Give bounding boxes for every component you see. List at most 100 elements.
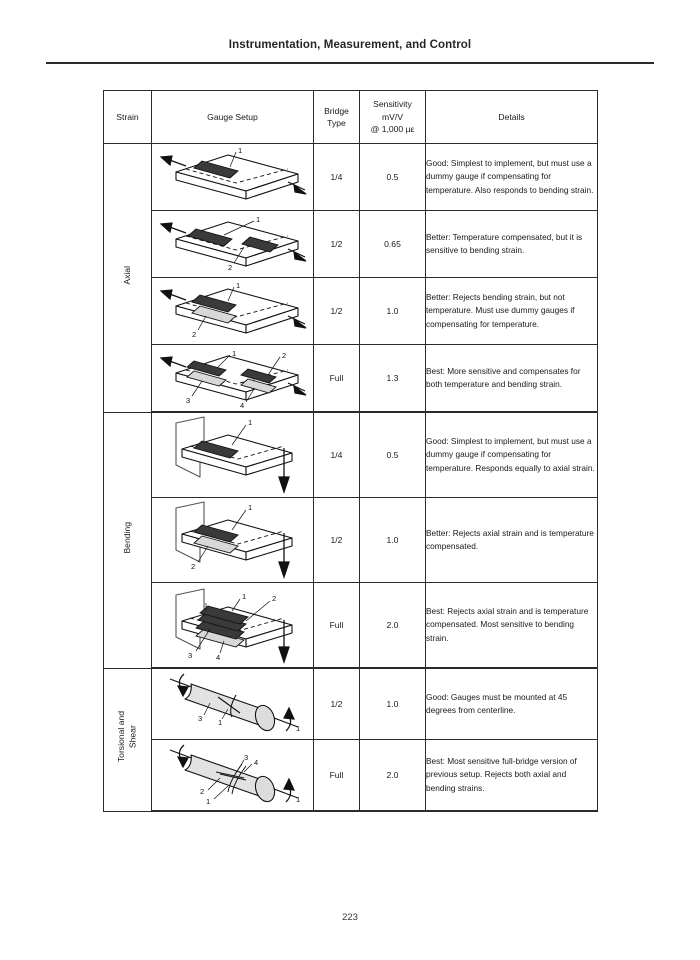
- column-header-sensitivity: Sensitivity mV/V @ 1,000 µε: [359, 90, 426, 144]
- table-row: Torsional and Shear: [103, 667, 598, 812]
- sensitivity-value: 0.5: [359, 411, 426, 498]
- details-text: Better: Temperature compensated, but it …: [425, 210, 598, 278]
- gauge-setup-diagram-axial-half-two-top: 1 2: [151, 210, 314, 278]
- sensitivity-header-line-3: @ 1,000 µε: [370, 124, 415, 135]
- column-header-gauge-setup: Gauge Setup: [151, 90, 314, 144]
- gauge-label: 1: [242, 592, 246, 601]
- beam-axial-half-two-top-icon: 1 2: [159, 215, 306, 272]
- table-row: 1 2 1/2 1.0 Better: Rejects axial strain…: [104, 497, 598, 583]
- shaft-half-icon: 3 1 1: [169, 673, 300, 733]
- cantilever-half-icon: 1 2: [174, 501, 293, 580]
- gauge-setup-diagram-bending-full: 1 2 3 4: [151, 582, 314, 669]
- group-label-bending: Bending: [103, 411, 152, 669]
- gauge-label: 2: [191, 562, 195, 571]
- sensitivity-value: 2.0: [359, 739, 426, 812]
- table-row: Bending: [103, 411, 598, 669]
- group-label-torsional-and-shear: Torsional and Shear: [103, 667, 152, 812]
- bridge-type-value: 1/2: [313, 277, 360, 345]
- gauge-setup-diagram-axial-quarter: 1: [151, 143, 314, 211]
- sensitivity-value: 0.65: [359, 210, 426, 278]
- gauge-label: 1: [296, 724, 300, 733]
- bridge-type-value: 1/4: [313, 143, 360, 211]
- gauge-setup-diagram-bending-quarter: 1: [151, 411, 314, 498]
- details-text: Best: Rejects axial strain and is temper…: [425, 582, 598, 669]
- page-number: 223: [342, 912, 358, 923]
- gauge-label: 1: [232, 349, 236, 358]
- cantilever-full-icon: 1 2 3 4: [174, 588, 293, 665]
- column-header-details: Details: [425, 90, 598, 144]
- sensitivity-value: 1.3: [359, 344, 426, 413]
- sensitivity-value: 2.0: [359, 582, 426, 669]
- details-text: Good: Gauges must be mounted at 45 degre…: [425, 667, 598, 740]
- details-text: Better: Rejects bending strain, but not …: [425, 277, 598, 345]
- gauge-label: 1: [236, 281, 240, 290]
- gauge-label: 2: [272, 594, 276, 603]
- gauge-label: 4: [254, 758, 258, 767]
- group-label-text: Bending: [121, 521, 132, 554]
- cantilever-quarter-icon: 1: [174, 416, 293, 495]
- bridge-type-value: Full: [313, 739, 360, 812]
- table-head: Strain Gauge Setup Bridge Type Sensitivi…: [103, 90, 598, 144]
- group-label-axial: Axial: [103, 143, 152, 413]
- gauge-label: 1: [218, 718, 222, 727]
- header-rule: [46, 62, 654, 64]
- beam-axial-quarter-icon: 1: [159, 146, 306, 200]
- shaft-full-icon: 3 4 2 1 1: [169, 744, 300, 806]
- gauge-label: 1: [206, 797, 210, 806]
- details-text: Good: Simplest to implement, but must us…: [425, 143, 598, 211]
- bridge-type-value: Full: [313, 582, 360, 669]
- details-text: Best: More sensitive and compensates for…: [425, 344, 598, 413]
- group-label-text: Axial: [121, 265, 132, 285]
- table-header-row: Strain Gauge Setup Bridge Type Sensitivi…: [103, 90, 598, 144]
- sensitivity-value: 1.0: [359, 497, 426, 583]
- group-label-text: Torsional and Shear: [115, 711, 138, 763]
- bridge-type-value: 1/2: [313, 667, 360, 740]
- gauge-setup-diagram-shaft-half: 3 1 1: [151, 667, 314, 740]
- gauge-label: 3: [198, 714, 202, 723]
- details-text: Good: Simplest to implement, but must us…: [425, 411, 598, 498]
- beam-axial-half-top-bottom-icon: 1 2: [159, 281, 306, 339]
- gauge-label: 3: [188, 651, 192, 660]
- running-head: Instrumentation, Measurement, and Contro…: [228, 39, 472, 51]
- gauge-label: 1: [248, 503, 252, 512]
- sensitivity-header-line-1: Sensitivity: [373, 99, 412, 110]
- details-text: Best: Most sensitive full-bridge version…: [425, 739, 598, 812]
- gauge-label: 2: [228, 263, 232, 272]
- gauge-label: 1: [238, 146, 242, 155]
- table-row: 1 2 3 4 Full 1.3 Best: More sensitive an…: [104, 344, 598, 413]
- strain-gauge-table: Strain Gauge Setup Bridge Type Sensitivi…: [103, 90, 598, 812]
- bridge-type-value: Full: [313, 344, 360, 413]
- sensitivity-value: 1.0: [359, 667, 426, 740]
- gauge-label: 4: [216, 653, 220, 662]
- gauge-setup-diagram-shaft-full: 3 4 2 1 1: [151, 739, 314, 812]
- table-row: Axial: [103, 143, 598, 413]
- column-header-bridge-type: Bridge Type: [313, 90, 360, 144]
- gauge-label: 1: [256, 215, 260, 224]
- table-row: 1 2 3 4 Full 2.0 Best: Rejects axial str: [104, 582, 598, 669]
- gauge-label: 2: [192, 330, 196, 339]
- gauge-label: 2: [282, 351, 286, 360]
- sensitivity-value: 0.5: [359, 143, 426, 211]
- details-text: Better: Rejects axial strain and is temp…: [425, 497, 598, 583]
- gauge-label: 3: [186, 396, 190, 405]
- gauge-label: 1: [248, 418, 252, 427]
- gauge-label: 1: [296, 795, 300, 804]
- sensitivity-value: 1.0: [359, 277, 426, 345]
- gauge-setup-diagram-axial-full: 1 2 3 4: [151, 344, 314, 413]
- gauge-label: 2: [200, 787, 204, 796]
- gauge-label: 4: [240, 401, 244, 409]
- table-row: 1 2 1/2 1.0 Better: Rejects bending stra…: [104, 277, 598, 345]
- gauge-setup-diagram-axial-half-top-bottom: 1 2: [151, 277, 314, 345]
- table-row: 3 4 2 1 1 Full 2.0 Best: Most sensitive …: [104, 739, 598, 812]
- bridge-header-line-1: Bridge: [324, 105, 349, 116]
- bridge-type-value: 1/4: [313, 411, 360, 498]
- strain-gauge-table-wrapper: Strain Gauge Setup Bridge Type Sensitivi…: [103, 90, 598, 812]
- sensitivity-header-line-2: mV/V: [381, 111, 403, 122]
- beam-axial-full-icon: 1 2 3 4: [159, 349, 306, 409]
- bridge-header-line-2: Type: [327, 118, 346, 128]
- bridge-type-value: 1/2: [313, 497, 360, 583]
- gauge-setup-diagram-bending-half: 1 2: [151, 497, 314, 583]
- gauge-label: 3: [244, 753, 248, 762]
- bridge-type-value: 1/2: [313, 210, 360, 278]
